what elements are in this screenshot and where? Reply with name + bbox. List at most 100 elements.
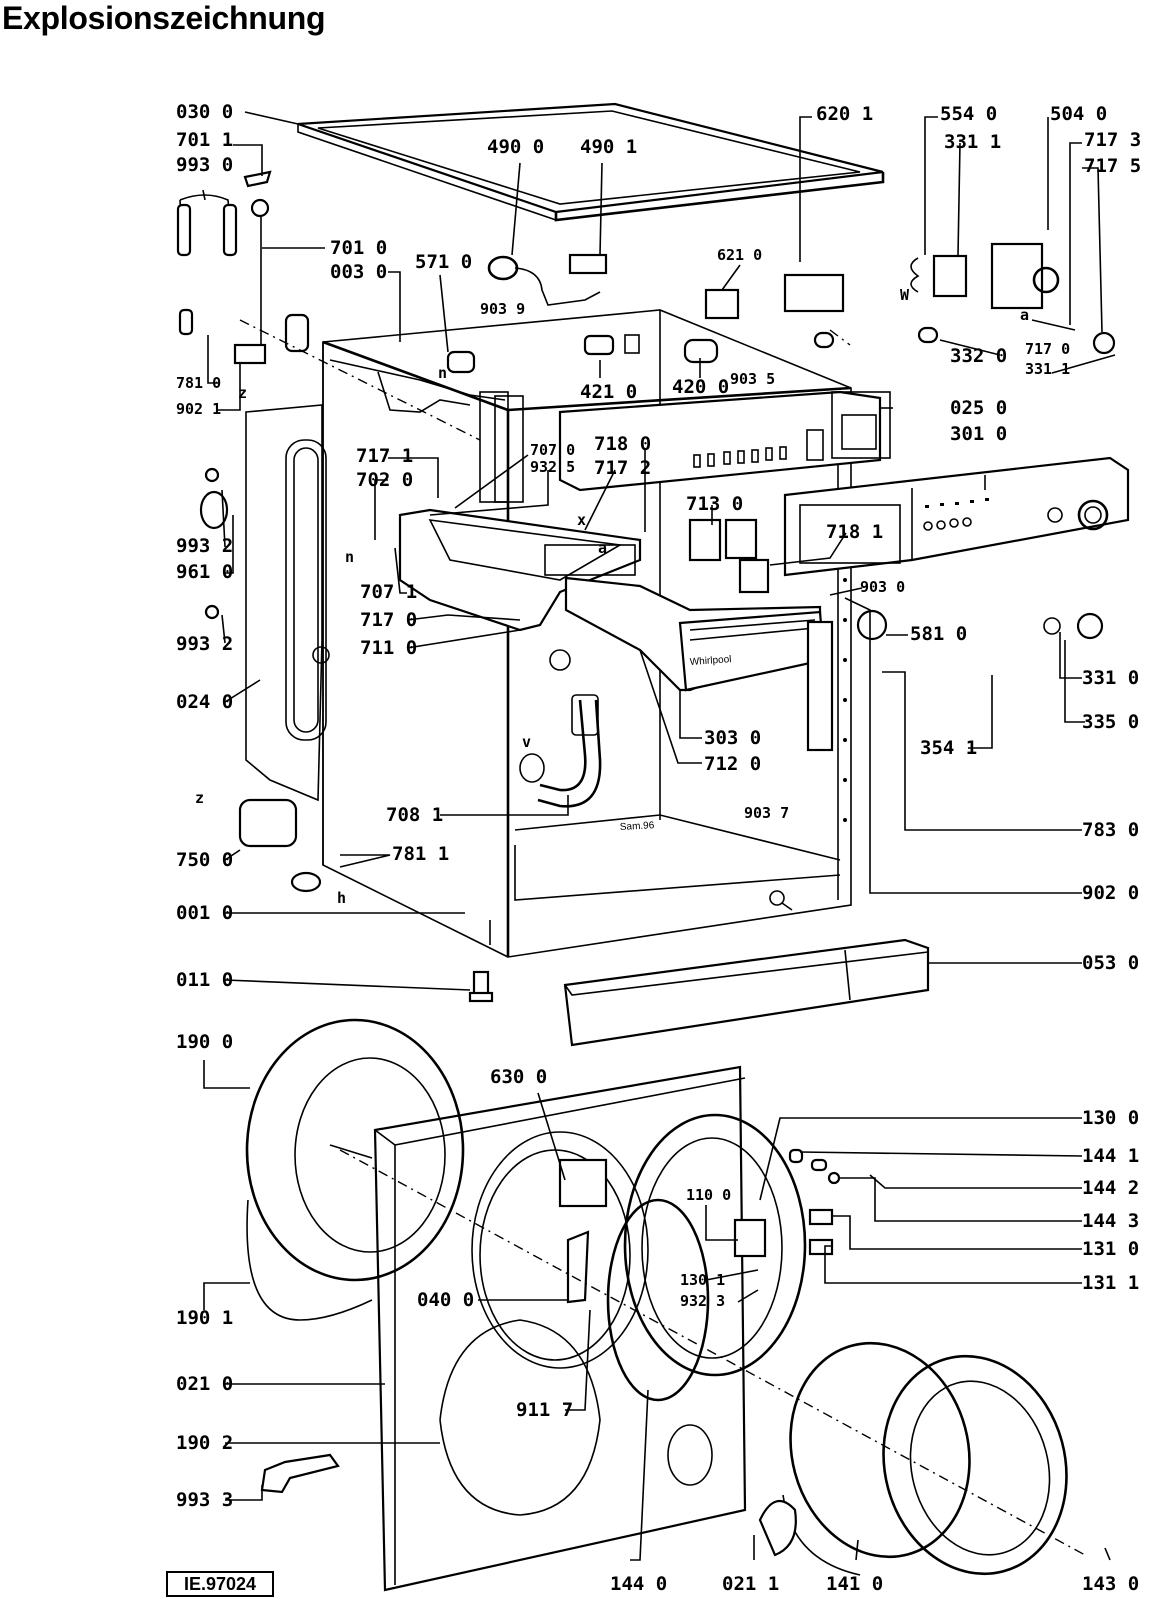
callout-144-0: 144 0 bbox=[610, 1573, 667, 1595]
drain-hose bbox=[519, 694, 602, 808]
callout-143-0: 143 0 bbox=[1082, 1573, 1139, 1595]
callout-354-1: 354 1 bbox=[920, 737, 977, 759]
callout-144-1: 144 1 bbox=[1082, 1145, 1139, 1167]
callout-783-0: 783 0 bbox=[1082, 819, 1139, 841]
callout-490-1: 490 1 bbox=[580, 136, 637, 158]
front-fascia bbox=[783, 456, 1130, 577]
callout-620-1: 620 1 bbox=[816, 103, 873, 125]
mark-n-1: n bbox=[438, 364, 447, 382]
callout-702-0: 702 0 bbox=[356, 469, 413, 491]
mark-z-1: z bbox=[238, 384, 247, 402]
callout-490-0: 490 0 bbox=[487, 136, 544, 158]
callout-902-0: 902 0 bbox=[1082, 882, 1139, 904]
callout-110-0: 110 0 bbox=[686, 1186, 731, 1204]
callout-024-0: 024 0 bbox=[176, 691, 233, 713]
callout-030-0: 030 0 bbox=[176, 101, 233, 123]
callout-420-0: 420 0 bbox=[672, 376, 729, 398]
callout-717-5: 717 5 bbox=[1084, 155, 1141, 177]
callout-903-0: 903 0 bbox=[860, 578, 905, 596]
callout-190-1: 190 1 bbox=[176, 1307, 233, 1329]
callout-711-0: 711 0 bbox=[360, 637, 417, 659]
top-lid bbox=[297, 102, 885, 222]
callout-021-0: 021 0 bbox=[176, 1373, 233, 1395]
callout-130-1: 130 1 bbox=[680, 1271, 725, 1289]
detergent-dispenser: Whirlpool bbox=[398, 508, 826, 692]
callout-144-2: 144 2 bbox=[1082, 1177, 1139, 1199]
callout-903-5: 903 5 bbox=[730, 370, 775, 388]
small-components bbox=[176, 170, 1116, 1003]
callout-571-0: 571 0 bbox=[415, 251, 472, 273]
callout-750-0: 750 0 bbox=[176, 849, 233, 871]
callout-717-0-top: 717 0 bbox=[1025, 340, 1070, 358]
callout-040-0: 040 0 bbox=[417, 1289, 474, 1311]
mark-n-2: n bbox=[345, 548, 354, 566]
callout-993-0: 993 0 bbox=[176, 154, 233, 176]
mark-x: x bbox=[577, 511, 586, 529]
side-panel bbox=[245, 404, 330, 802]
callout-932-3: 932 3 bbox=[680, 1292, 725, 1310]
callout-713-0: 713 0 bbox=[686, 493, 743, 515]
callout-331-0: 331 0 bbox=[1082, 667, 1139, 689]
callout-131-1: 131 1 bbox=[1082, 1272, 1139, 1294]
wrench-tool bbox=[260, 1453, 340, 1494]
callout-581-0: 581 0 bbox=[910, 623, 967, 645]
callout-781-1: 781 1 bbox=[392, 843, 449, 865]
callout-903-7: 903 7 bbox=[744, 804, 789, 822]
callout-053-0: 053 0 bbox=[1082, 952, 1139, 974]
cabinet-body: Sam.96 bbox=[322, 309, 852, 958]
mark-a-mid: a bbox=[598, 539, 607, 557]
callout-554-0: 554 0 bbox=[940, 103, 997, 125]
callout-003-0: 003 0 bbox=[330, 261, 387, 283]
callout-421-0: 421 0 bbox=[580, 381, 637, 403]
callout-707-1: 707 1 bbox=[360, 581, 417, 603]
kick-plate bbox=[563, 938, 930, 1047]
mark-z-2: z bbox=[195, 789, 204, 807]
leader-lines bbox=[202, 111, 1116, 1561]
page-title: Explosionszeichnung bbox=[2, 0, 326, 36]
callout-902-1: 902 1 bbox=[176, 400, 221, 418]
callout-144-3: 144 3 bbox=[1082, 1210, 1139, 1232]
front-panel bbox=[373, 1065, 747, 1592]
callout-993-2-b: 993 2 bbox=[176, 633, 233, 655]
callout-331-1-right: 331 1 bbox=[1025, 360, 1070, 378]
callout-707-0: 707 0 bbox=[530, 441, 575, 459]
callout-712-0: 712 0 bbox=[704, 753, 761, 775]
mark-w: W bbox=[900, 286, 910, 304]
callout-131-0: 131 0 bbox=[1082, 1238, 1139, 1260]
callout-011-0: 011 0 bbox=[176, 969, 233, 991]
callout-630-0: 630 0 bbox=[490, 1066, 547, 1088]
mark-h: h bbox=[337, 889, 346, 907]
svg-text:Sam.96: Sam.96 bbox=[620, 820, 655, 833]
callout-911-7: 911 7 bbox=[516, 1399, 573, 1421]
drawing-reference-code: IE.97024 bbox=[166, 1571, 274, 1597]
door-hinge-parts bbox=[788, 1148, 841, 1256]
callout-717-1: 717 1 bbox=[356, 445, 413, 467]
callout-130-0: 130 0 bbox=[1082, 1107, 1139, 1129]
callout-303-0: 303 0 bbox=[704, 727, 761, 749]
part-callouts: 030 0 701 1 993 0 490 0 490 1 620 1 554 … bbox=[176, 101, 1141, 1595]
callout-718-1: 718 1 bbox=[826, 521, 883, 543]
drawing-letter-marks: W a n z x a n v z h bbox=[195, 286, 1029, 907]
callout-718-0: 718 0 bbox=[594, 433, 651, 455]
callout-708-1: 708 1 bbox=[386, 804, 443, 826]
callout-621-0: 621 0 bbox=[717, 246, 762, 264]
callout-335-0: 335 0 bbox=[1082, 711, 1139, 733]
svg-text:Whirlpool: Whirlpool bbox=[689, 654, 731, 668]
callout-717-3: 717 3 bbox=[1084, 129, 1141, 151]
mark-a-top: a bbox=[1020, 306, 1029, 324]
callout-190-2: 190 2 bbox=[176, 1432, 233, 1454]
callout-701-0: 701 0 bbox=[330, 237, 387, 259]
callout-504-0: 504 0 bbox=[1050, 103, 1107, 125]
callout-961-0: 961 0 bbox=[176, 561, 233, 583]
mark-v: v bbox=[522, 733, 531, 751]
callout-141-0: 141 0 bbox=[826, 1573, 883, 1595]
callout-021-1: 021 1 bbox=[722, 1573, 779, 1595]
door-frame bbox=[566, 1113, 807, 1402]
callout-331-1: 331 1 bbox=[944, 131, 1001, 153]
callout-932-5: 932 5 bbox=[530, 458, 575, 476]
callout-781-0: 781 0 bbox=[176, 374, 221, 392]
tub-bellow bbox=[245, 1018, 465, 1321]
callout-025-0: 025 0 bbox=[950, 397, 1007, 419]
callout-190-0: 190 0 bbox=[176, 1031, 233, 1053]
callout-717-0-mid: 717 0 bbox=[360, 609, 417, 631]
